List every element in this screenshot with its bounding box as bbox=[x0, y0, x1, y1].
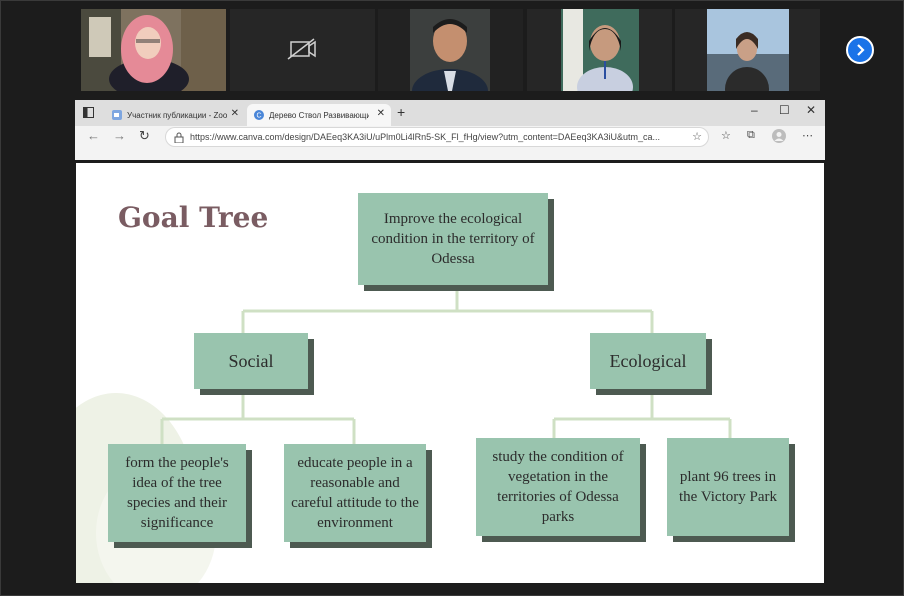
address-bar: ← → ↻ https://www.canva.com/design/DAEeq… bbox=[75, 126, 825, 148]
more-menu-icon[interactable]: ⋯ bbox=[802, 130, 813, 142]
slide-title: Goal Tree bbox=[118, 201, 269, 234]
goal-leaf-text: form the people's idea of the tree speci… bbox=[125, 455, 229, 531]
goal-root: Improve the ecological condition in the … bbox=[358, 193, 548, 285]
goal-root-text: Improve the ecological condition in the … bbox=[371, 211, 535, 267]
chevron-right-icon bbox=[857, 44, 865, 56]
goal-leaf: form the people's idea of the tree speci… bbox=[108, 444, 246, 542]
favorites-icon[interactable]: ☆ bbox=[721, 130, 731, 142]
participant-video bbox=[378, 9, 523, 91]
svg-text:C: C bbox=[256, 113, 261, 120]
next-page-button[interactable] bbox=[846, 36, 874, 64]
tab-canva[interactable]: C Дерево Ствол Развивающий Карьеру ✕ bbox=[247, 104, 391, 126]
participant-tile-1[interactable] bbox=[81, 9, 226, 91]
url-text: https://www.canva.com/design/DAEeq3KA3iU… bbox=[190, 132, 660, 142]
presentation-slide: Goal Tree Improve the ecological conditi… bbox=[76, 163, 824, 583]
close-window-icon[interactable]: ✕ bbox=[806, 103, 817, 117]
url-field[interactable]: https://www.canva.com/design/DAEeq3KA3iU… bbox=[165, 127, 709, 147]
zoom-favicon-icon bbox=[112, 110, 122, 120]
goal-leaf-text: plant 96 trees in the Victory Park bbox=[679, 469, 777, 505]
goal-leaf: educate people in a reasonable and caref… bbox=[284, 444, 426, 542]
lock-icon bbox=[174, 132, 184, 143]
canva-favicon-icon: C bbox=[254, 110, 264, 120]
collections-icon[interactable]: ⧉ bbox=[747, 129, 755, 141]
participant-tile-3[interactable] bbox=[378, 9, 523, 91]
branch-social-label: Social bbox=[228, 351, 274, 371]
branch-social: Social bbox=[194, 333, 308, 389]
participant-tile-4[interactable] bbox=[527, 9, 672, 91]
participant-video bbox=[527, 9, 672, 91]
profile-icon[interactable] bbox=[772, 129, 786, 143]
goal-leaf: study the condition of vegetation in the… bbox=[476, 438, 640, 536]
video-off-icon bbox=[287, 38, 316, 60]
browser-window: Участник публикации - Zoom ✕ C Дерево Ст… bbox=[75, 100, 825, 160]
back-icon[interactable]: ← bbox=[87, 128, 100, 143]
favorite-star-icon[interactable]: ☆ bbox=[692, 131, 702, 143]
tree-connectors bbox=[160, 290, 732, 445]
tab-title: Дерево Ствол Развивающий Карьеру bbox=[269, 110, 369, 120]
branch-ecological-label: Ecological bbox=[609, 351, 687, 371]
participant-video bbox=[81, 9, 226, 91]
forward-icon[interactable]: → bbox=[113, 128, 126, 143]
maximize-icon[interactable]: ☐ bbox=[779, 103, 790, 117]
participant-tile-2[interactable] bbox=[230, 9, 375, 91]
branch-ecological: Ecological bbox=[590, 333, 706, 389]
tab-zoom[interactable]: Участник публикации - Zoom ✕ bbox=[105, 104, 245, 126]
goal-leaf-text: educate people in a reasonable and caref… bbox=[291, 455, 419, 531]
minimize-icon[interactable]: – bbox=[751, 103, 758, 117]
new-tab-icon[interactable]: + bbox=[397, 104, 406, 120]
close-tab-icon[interactable]: ✕ bbox=[376, 108, 385, 119]
tab-title: Участник публикации - Zoom bbox=[127, 110, 227, 120]
close-tab-icon[interactable]: ✕ bbox=[230, 108, 239, 119]
goal-leaf-text: study the condition of vegetation in the… bbox=[492, 449, 624, 525]
goal-leaf: plant 96 trees in the Victory Park bbox=[667, 438, 789, 536]
tab-actions-icon[interactable] bbox=[83, 107, 94, 118]
refresh-icon[interactable]: ↻ bbox=[139, 128, 150, 143]
participant-tile-5[interactable] bbox=[675, 9, 820, 91]
tab-bar: Участник публикации - Zoom ✕ C Дерево Ст… bbox=[75, 100, 825, 126]
participant-video bbox=[675, 9, 820, 91]
